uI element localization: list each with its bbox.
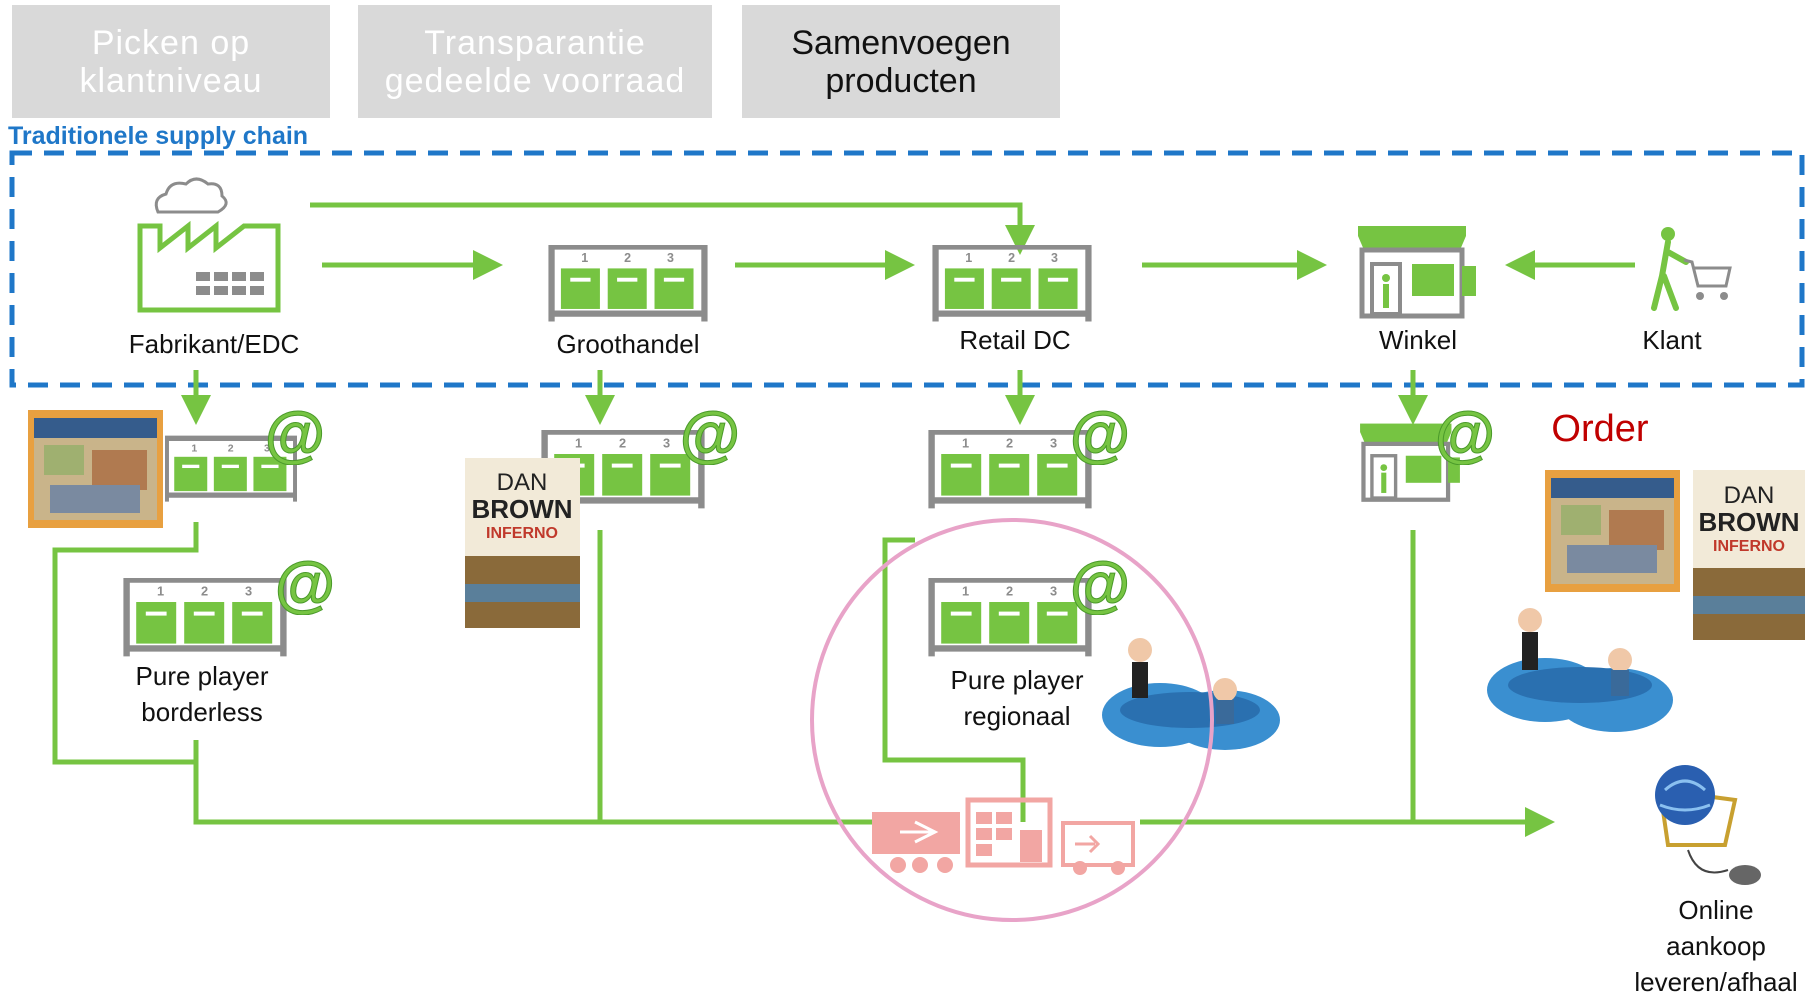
- label-pure-player-regionaal: Pure player regionaal: [950, 665, 1084, 731]
- online-flow-lines: [52, 522, 1555, 837]
- store-icon: [1358, 226, 1476, 316]
- svg-text:INFERNO: INFERNO: [486, 525, 558, 542]
- warehouse-online-retail-icon: [930, 432, 1090, 509]
- at-winkel-icon: [1435, 405, 1495, 465]
- down-arrows: [181, 370, 1428, 425]
- top-flow-arrows: [310, 202, 1635, 280]
- tab-transparantie-gedeelde-voorraad[interactable]: Transparantie gedeelde voorraad: [358, 5, 712, 118]
- highlight-circle: [810, 518, 1214, 922]
- book-inferno-image-left: DAN BROWN INFERNO: [465, 458, 580, 628]
- svg-text:DAN: DAN: [497, 469, 548, 496]
- tab-label: Picken op klantniveau: [79, 23, 263, 100]
- kids-pool-image-regionaal: [1102, 638, 1280, 750]
- tab-label: Transparantie gedeelde voorraad: [384, 23, 686, 100]
- node-label-fabrikant: Fabrikant/EDC: [128, 329, 300, 359]
- svg-text:DAN: DAN: [1724, 482, 1775, 509]
- tab-label: Samenvoegen producten: [791, 23, 1011, 100]
- label-pure-player-borderless: Pure player borderless: [135, 661, 269, 727]
- tab-samenvoegen-producten[interactable]: Samenvoegen producten: [742, 5, 1060, 118]
- node-label-klant: Klant: [1642, 325, 1702, 355]
- warehouse-pure-borderless-icon: [125, 580, 285, 657]
- truck-crossdock-icon: [872, 797, 1135, 875]
- node-label-retail-dc: Retail DC: [959, 325, 1071, 355]
- node-label-winkel: Winkel: [1378, 325, 1458, 355]
- at-fabrikant-icon: [265, 405, 325, 465]
- label-online-aankoop: Online aankoop leveren/afhaal: [1634, 895, 1798, 997]
- kids-pool-image-order: [1487, 608, 1673, 732]
- puzzle-box-image-order: [1545, 470, 1680, 592]
- tab-picken-op-klantniveau[interactable]: Picken op klantniveau: [12, 5, 330, 118]
- svg-text:BROWN: BROWN: [1698, 507, 1799, 537]
- customer-cart-icon: [1651, 227, 1732, 311]
- node-label-groothandel: Groothandel: [556, 329, 700, 359]
- factory-icon: [137, 177, 281, 313]
- warehouse-pure-regionaal-icon: [930, 580, 1090, 657]
- section-heading: Traditionele supply chain: [8, 122, 309, 150]
- puzzle-box-image-left: [28, 410, 163, 528]
- at-retail-icon: [1070, 405, 1130, 465]
- warehouse-groothandel-icon: [550, 247, 706, 322]
- at-regionaal-icon: [1070, 555, 1130, 615]
- at-groothandel-icon: [680, 405, 740, 465]
- online-purchase-icon: [1655, 765, 1761, 885]
- at-borderless-icon: [275, 555, 335, 615]
- svg-text:BROWN: BROWN: [471, 494, 572, 524]
- traditional-chain-box: [9, 150, 1805, 388]
- warehouse-retail-dc-icon: [934, 247, 1090, 322]
- order-label: Order: [1551, 408, 1649, 450]
- svg-text:INFERNO: INFERNO: [1713, 538, 1785, 555]
- book-inferno-image-order: DAN BROWN INFERNO: [1693, 470, 1805, 640]
